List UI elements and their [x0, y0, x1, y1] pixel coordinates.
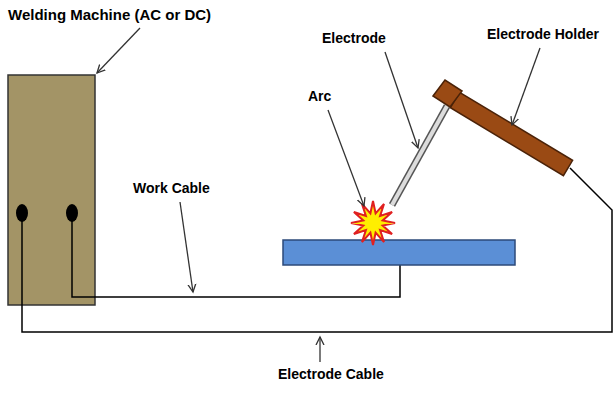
workpiece: [283, 240, 515, 265]
holder-jaw: [433, 80, 462, 107]
electrode-cable-label: Electrode Cable: [278, 366, 384, 383]
leader-line: [385, 52, 418, 148]
leader-line: [97, 28, 140, 73]
machine-label: Welding Machine (AC or DC): [8, 6, 211, 23]
work-cable-label: Work Cable: [133, 180, 210, 197]
welding-machine: [8, 75, 95, 305]
holder-label: Electrode Holder: [487, 26, 599, 43]
leader-line: [319, 337, 320, 362]
electrode-cable: [22, 168, 612, 332]
arc-label: Arc: [308, 88, 331, 105]
electrode-rod: [392, 106, 447, 205]
electrode-rod: [392, 106, 447, 205]
electrode-label: Electrode: [322, 30, 386, 47]
leader-line: [180, 202, 193, 292]
leader-line: [328, 110, 364, 206]
arc-spark: [351, 201, 395, 245]
leader-line: [512, 48, 540, 125]
electrode-holder: [450, 92, 572, 175]
